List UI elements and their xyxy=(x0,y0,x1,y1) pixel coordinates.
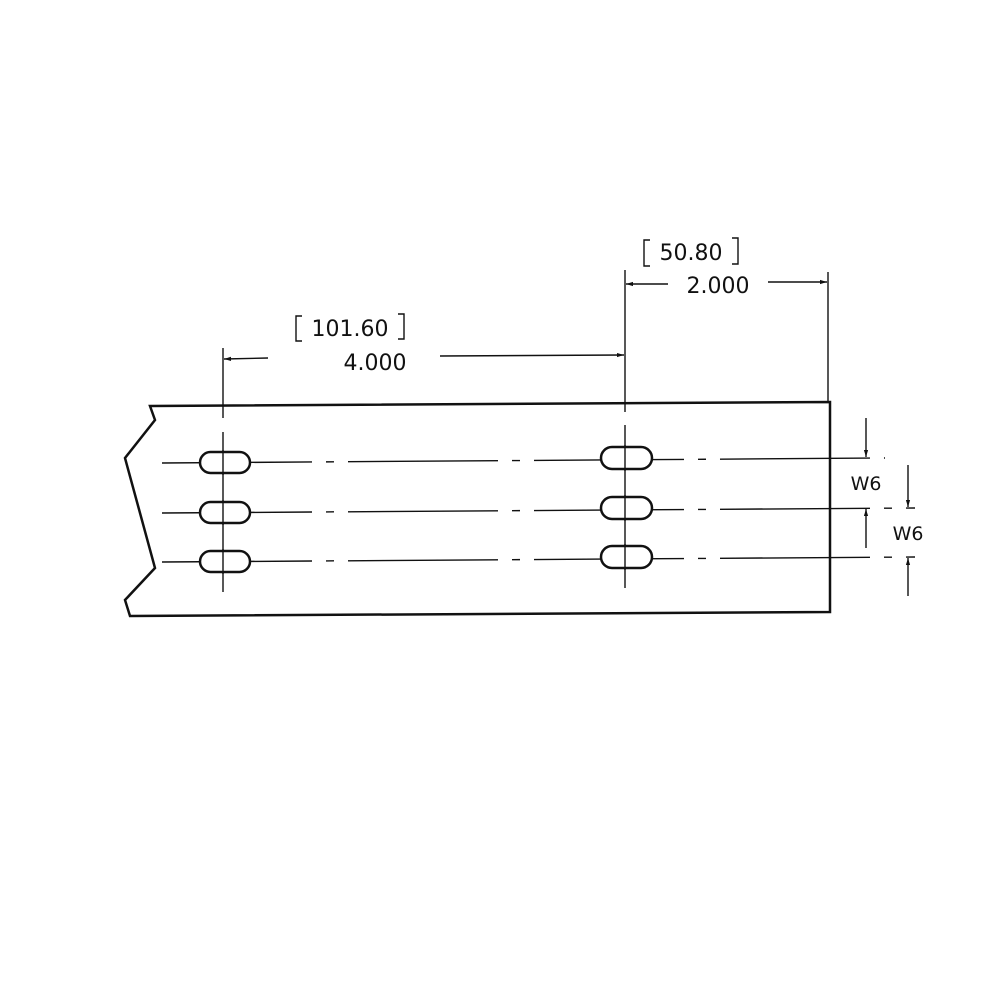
row-centerlines xyxy=(161,457,916,563)
strip-outline xyxy=(123,400,832,618)
row-spacing-label: W6 xyxy=(851,473,882,495)
dimension-mm-text: 50.80 xyxy=(660,241,723,266)
dimension-inch-text: 4.000 xyxy=(344,351,407,376)
slot xyxy=(599,445,654,471)
slot xyxy=(599,495,654,521)
dimension-end-offset: 2.000 50.80 xyxy=(626,237,827,299)
dimension-mm-text: 101.60 xyxy=(312,317,389,342)
dimension-hole-spacing: 4.000 101.60 xyxy=(223,313,625,376)
row-spacing-label: W6 xyxy=(893,523,924,545)
dimension-inch-text: 2.000 xyxy=(687,274,750,299)
slots-left-column xyxy=(198,450,252,574)
slots-right-column xyxy=(599,445,654,570)
slot xyxy=(599,544,654,570)
slot xyxy=(198,549,252,574)
slot xyxy=(198,450,252,475)
dimension-row-spacing-2: W6 xyxy=(893,465,924,596)
slot xyxy=(198,500,252,525)
dimension-row-spacing-1: W6 xyxy=(851,418,882,548)
slot-center-marks xyxy=(222,445,626,574)
